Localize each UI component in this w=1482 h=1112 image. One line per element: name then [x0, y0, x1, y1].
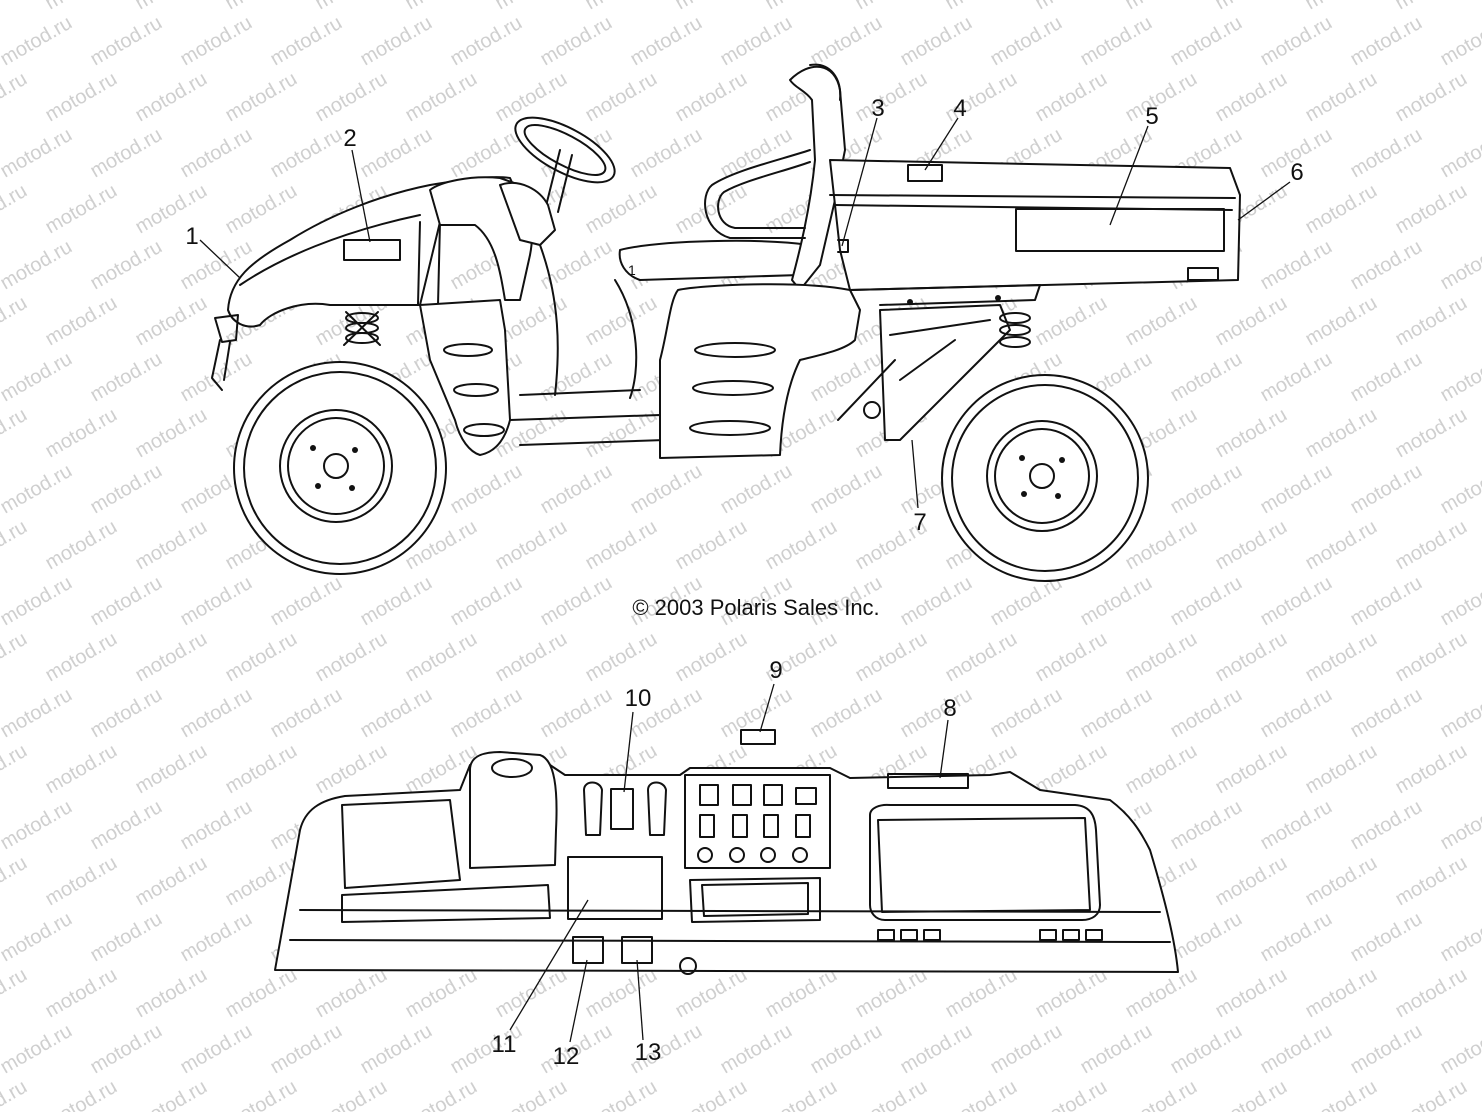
- floating-decal: [740, 729, 776, 745]
- rear-spring: [999, 312, 1031, 348]
- callout-11: 11: [492, 1031, 517, 1058]
- callout-9: 9: [769, 657, 782, 684]
- front-spring: [343, 311, 381, 346]
- svg-text:1: 1: [628, 262, 636, 278]
- callout-2: 2: [343, 125, 356, 152]
- dashboard-view: [274, 729, 1179, 975]
- dash-top-decal: [887, 773, 969, 789]
- front-wheel: [233, 361, 447, 575]
- seat-back: [789, 65, 846, 291]
- callout-labels: 1 2 3 4 5 6 7 8 9 10 11 12 13: [185, 95, 1303, 1070]
- callout-7: 7: [913, 509, 926, 536]
- callout-6: 6: [1290, 159, 1303, 186]
- callout-13: 13: [635, 1039, 662, 1066]
- dash-small-decal: [610, 788, 634, 830]
- copyright-text: © 2003 Polaris Sales Inc.: [632, 595, 879, 620]
- callout-3: 3: [871, 95, 884, 122]
- box-top-decal: [907, 164, 943, 182]
- callout-12: 12: [553, 1043, 580, 1070]
- lower-decal-left: [572, 936, 604, 964]
- front-side-panel: [419, 299, 511, 456]
- rear-wheel: [941, 374, 1149, 582]
- callout-10: 10: [625, 685, 652, 712]
- callout-5: 5: [1145, 103, 1158, 130]
- callout-1: 1: [185, 223, 198, 250]
- box-side-decal: [1015, 208, 1225, 252]
- seat: [618, 239, 821, 281]
- callout-8: 8: [943, 695, 956, 722]
- mid-side-panel: [659, 283, 861, 459]
- leader-lines: [199, 117, 1291, 1043]
- hood-decal: [343, 239, 401, 261]
- callout-4: 4: [953, 95, 966, 122]
- steering-wheel: [514, 116, 616, 213]
- side-view-vehicle: 1: [211, 63, 1241, 582]
- cargo-box: [829, 159, 1241, 291]
- dash-large-decal: [567, 856, 663, 920]
